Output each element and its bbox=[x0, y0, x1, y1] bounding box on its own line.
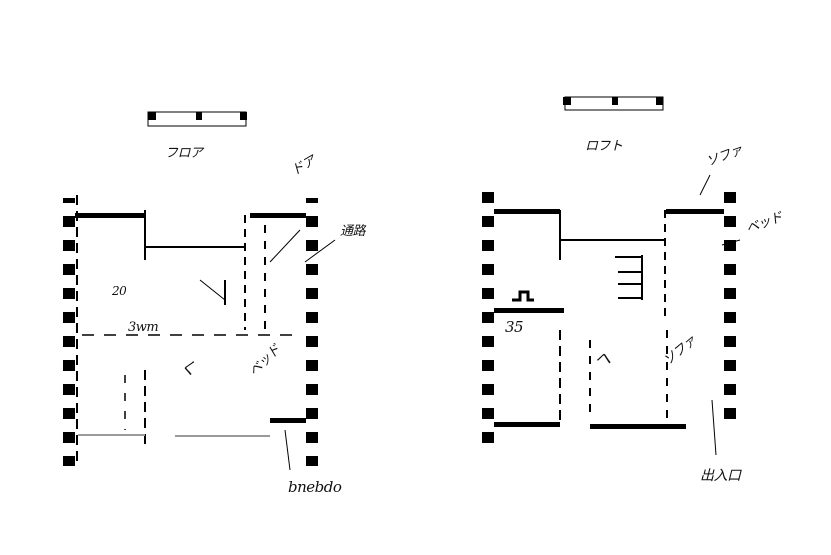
left-plan-east-wall bbox=[306, 198, 318, 466]
label-left-center: く bbox=[180, 359, 196, 378]
left-plan bbox=[63, 111, 336, 471]
label-right-center: へ bbox=[595, 349, 611, 368]
right-plan-west-wall bbox=[482, 192, 494, 447]
right-plan-east-wall bbox=[724, 192, 736, 427]
right-plan-north-wall bbox=[494, 209, 560, 214]
label-right-middle: 35 bbox=[505, 318, 524, 336]
left-plan-north-wall bbox=[75, 213, 145, 218]
label-right-bottom-right: 出入口 bbox=[700, 468, 741, 484]
label-left-top: フロア bbox=[165, 146, 203, 161]
left-plan-west-wall bbox=[63, 198, 75, 466]
right-plan bbox=[482, 96, 741, 456]
label-right-top: ロフト bbox=[585, 139, 623, 154]
label-left-middle: 3wm bbox=[128, 320, 159, 335]
label-left-bottom-right: bnebdo bbox=[288, 478, 342, 496]
label-left-right: 通路 bbox=[340, 224, 366, 239]
label-left-number: 20 bbox=[112, 284, 127, 298]
